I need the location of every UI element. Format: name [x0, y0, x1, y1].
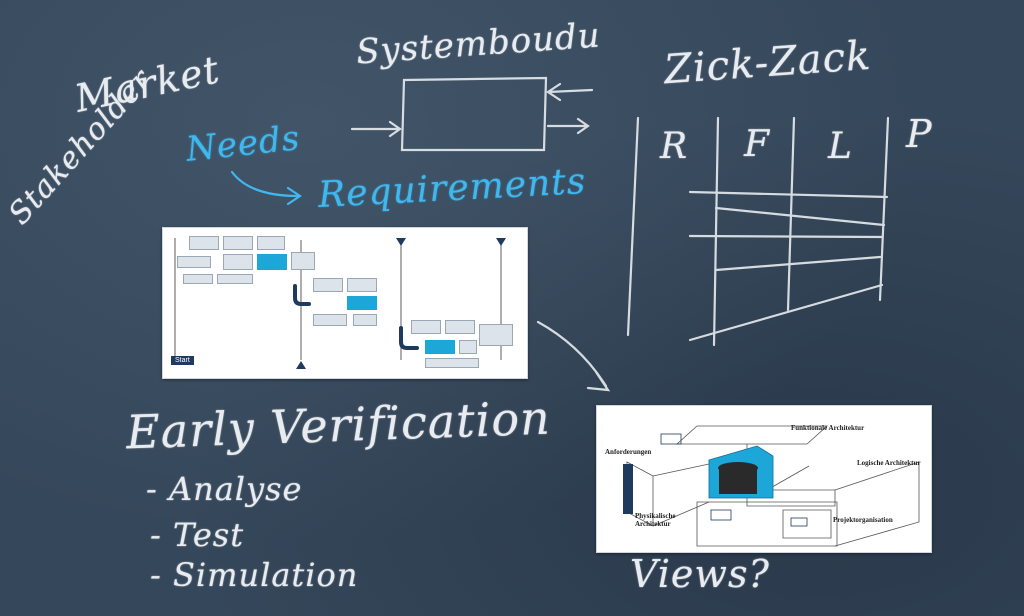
label-physikalische-architektur: Physikalische Architektur — [635, 512, 676, 528]
grid-left-line — [626, 116, 640, 337]
grid-divider-3 — [878, 116, 890, 302]
grid-row-4 — [714, 255, 882, 272]
start-label: Start — [171, 356, 194, 365]
grid-header-l: L — [828, 126, 853, 167]
label-anforderungen: Anforderungen — [605, 448, 652, 456]
architecture-views-drawing — [623, 425, 920, 547]
process-step — [223, 236, 253, 250]
process-diagram-lines — [174, 238, 506, 369]
process-step — [353, 314, 377, 326]
label-logische-architektur: Logische Architektur — [857, 459, 921, 467]
process-step — [313, 278, 343, 292]
grid-header-p: P — [906, 112, 933, 156]
views-arrow — [536, 320, 611, 392]
grid-header-r: R — [660, 126, 689, 167]
process-step — [257, 236, 285, 250]
process-step — [479, 324, 513, 346]
views-text: Views? — [630, 552, 770, 596]
grid-header-f: F — [744, 124, 770, 165]
process-step-highlight — [347, 296, 377, 310]
process-step — [177, 256, 211, 268]
process-step — [313, 314, 347, 326]
output-arrow — [546, 117, 590, 135]
process-step — [217, 274, 253, 284]
architecture-views-panel: Funktionale Architektur Logische Archite… — [596, 405, 932, 553]
grid-divider-2 — [786, 116, 796, 312]
verification-item-simulation: - Simulation — [150, 556, 359, 594]
grid-divider-1 — [712, 116, 720, 347]
process-diagram-panel: Start — [162, 227, 528, 379]
grid-row-5 — [688, 283, 884, 342]
feedback-arrow — [546, 82, 594, 102]
process-step — [459, 340, 477, 354]
input-arrow — [350, 120, 402, 138]
grid-row-3 — [688, 234, 884, 239]
verification-item-analyse: - Analyse — [146, 470, 303, 508]
process-step-highlight — [257, 254, 287, 270]
process-step — [189, 236, 219, 250]
process-step — [425, 358, 479, 368]
process-step — [183, 274, 213, 284]
system-boundary-box — [400, 76, 548, 152]
process-step — [223, 254, 253, 270]
grid-row-1 — [688, 190, 889, 199]
label-projektorganisation: Projektorganisation — [833, 516, 893, 524]
label-funktionale-architektur: Funktionale Architektur — [791, 424, 865, 432]
process-step-highlight — [425, 340, 455, 354]
process-step — [291, 252, 315, 270]
process-step — [445, 320, 475, 334]
grid-row-2 — [714, 206, 886, 227]
process-step — [411, 320, 441, 334]
process-step — [347, 278, 377, 292]
verification-item-test: - Test — [150, 516, 245, 554]
needs-to-requirements-arrow — [230, 170, 302, 206]
